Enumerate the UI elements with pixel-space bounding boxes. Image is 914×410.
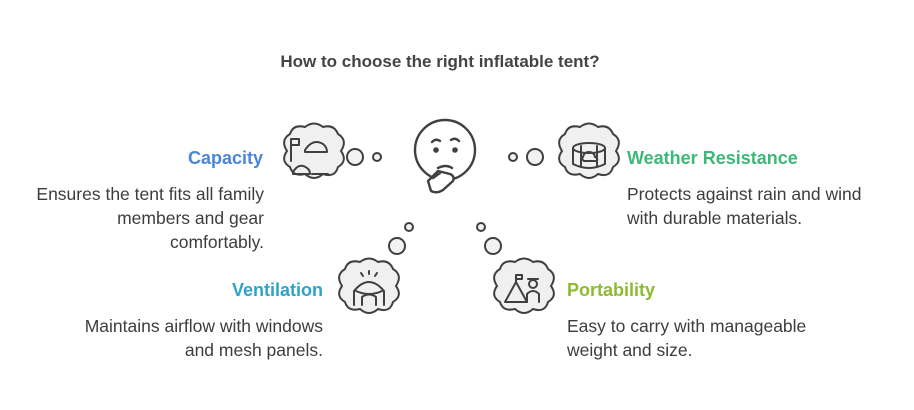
thinking-face-icon — [413, 118, 477, 194]
connector-dots — [346, 148, 544, 255]
weather-resistance-heading: Weather Resistance — [627, 148, 798, 168]
storm-shelter-icon — [558, 122, 620, 179]
portability-heading: Portability — [567, 280, 656, 300]
family-camping-icon — [283, 122, 345, 179]
airy-tent-icon — [338, 257, 400, 314]
camper-tent-icon — [493, 257, 555, 314]
diagram-title: How to choose the right inflatable tent? — [280, 52, 600, 71]
portability-description: Easy to carry with manageable weight and… — [567, 316, 807, 360]
ventilation-heading: Ventilation — [231, 280, 323, 300]
weather-resistance-description: Protects against rain and wind with dura… — [627, 184, 862, 228]
ventilation-description: Maintains airflow with windows and mesh … — [84, 316, 323, 360]
capacity-description: Ensures the tent fits all family members… — [36, 184, 264, 252]
capacity-heading: Capacity — [187, 148, 263, 168]
